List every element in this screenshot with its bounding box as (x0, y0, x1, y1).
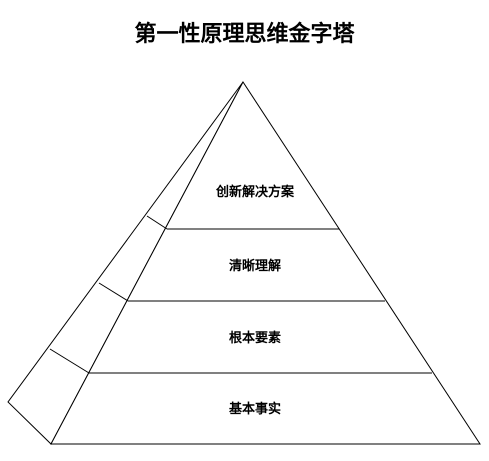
layer-label-top: 创新解决方案 (215, 184, 295, 200)
layer-label-second: 清晰理解 (229, 258, 281, 274)
pyramid-front-face (50, 81, 481, 445)
diagram-title: 第一性原理思维金字塔 (134, 21, 355, 47)
layer-label-third: 根本要素 (229, 330, 281, 346)
side-divider-1 (146, 215, 168, 230)
layer-label-base: 基本事实 (228, 401, 281, 417)
side-divider-3 (49, 348, 90, 374)
side-divider-2 (98, 282, 129, 302)
